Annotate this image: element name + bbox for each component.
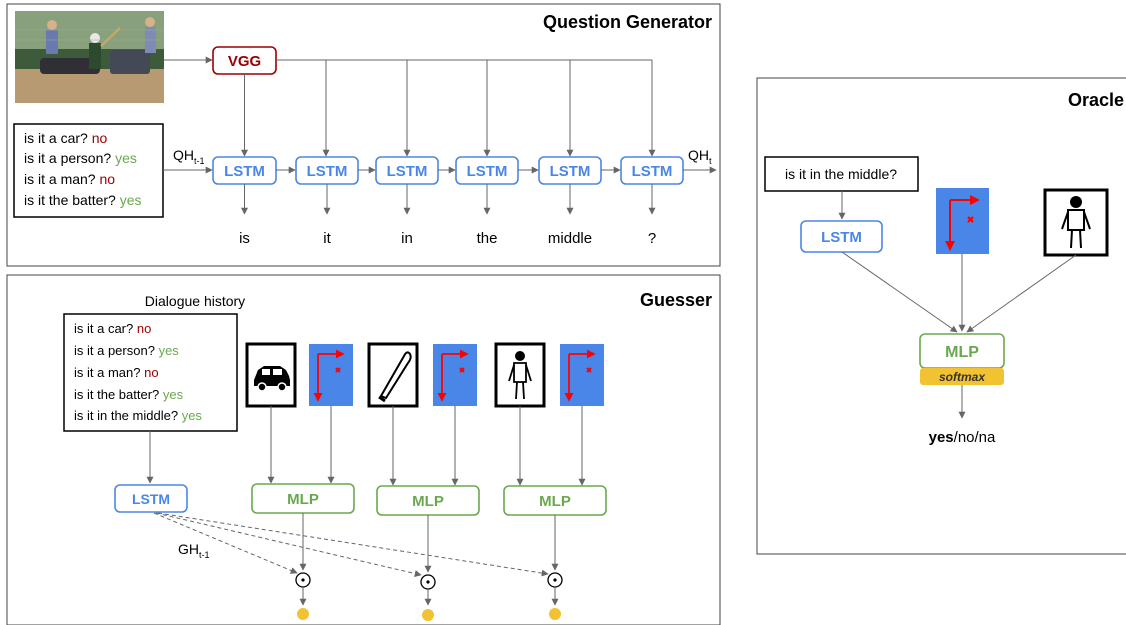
spatial-box-icon [560,344,604,406]
svg-text:softmax: softmax [939,370,986,384]
bat-icon [367,342,419,408]
oracle-answer: yes/no/na [929,429,996,446]
svg-text:MLP: MLP [539,493,571,510]
spatial-box-icon [936,188,989,254]
output-word-6: ? [648,230,656,247]
svg-text:LSTM: LSTM [307,163,348,180]
svg-text:is it in the middle?: is it in the middle? [785,166,897,182]
guesser-score-3 [549,608,561,620]
guesser-score-2 [422,609,434,621]
guesser-lstm: LSTM [114,484,188,513]
qgen-history-line-1: is it a car? no [24,130,107,146]
output-word-2: it [323,230,331,247]
oracle-panel: Oracle is it in the middle? LSTM [756,77,1126,555]
spatial-box-icon [433,344,477,406]
svg-text:LSTM: LSTM [387,163,428,180]
qgen-history-line-4: is it the batter? yes [24,192,142,208]
guesser-score-1 [297,608,309,620]
svg-text:LSTM: LSTM [132,491,170,507]
guesser-history-line-5: is it in the middle? yes [74,408,202,423]
guesser-title: Guesser [640,290,712,310]
svg-text:LSTM: LSTM [550,163,591,180]
output-word-4: the [477,230,498,247]
oracle-mlp: MLP [919,333,1005,369]
output-word-5: middle [548,230,592,247]
svg-text:LSTM: LSTM [632,163,673,180]
qgen-lstm-2: LSTM [295,156,359,185]
qh-prev-label: QHt-1 [173,147,205,166]
output-word-1: is [239,230,250,247]
qgen-lstm-3: LSTM [375,156,439,185]
svg-text:VGG: VGG [228,53,261,70]
gh-prev-label: GHt-1 [178,541,210,560]
car-icon [245,342,297,408]
guesser-mlp-1: MLP [251,483,355,514]
guesser-history-box: is it a car? no is it a person? yes is i… [63,313,238,432]
photo-thumbnail [15,11,164,103]
guesser-mlp-2: MLP [376,485,480,516]
qgen-lstm-5: LSTM [538,156,602,185]
question-generator-panel: Question Generator VGG [6,3,721,267]
qgen-lstm-4: LSTM [455,156,519,185]
dialogue-history-label: Dialogue history [145,293,245,309]
oracle-lstm: LSTM [800,220,883,253]
qgen-lstm-1: LSTM [212,156,277,185]
oracle-title: Oracle [1068,90,1124,110]
person-icon [1043,188,1109,257]
qh-out-label: QHt [688,147,712,166]
svg-text:MLP: MLP [945,344,979,361]
svg-text:LSTM: LSTM [224,163,265,180]
svg-text:MLP: MLP [412,493,444,510]
qgen-lstm-6: LSTM [620,156,684,185]
person-icon [494,342,546,408]
guesser-history-line-1: is it a car? no [74,321,151,336]
guesser-history-line-3: is it a man? no [74,365,159,380]
svg-text:LSTM: LSTM [821,229,862,246]
question-generator-title: Question Generator [543,12,712,32]
guesser-history-line-2: is it a person? yes [74,343,179,358]
qgen-history-line-3: is it a man? no [24,171,115,187]
softmax-layer: softmax [920,368,1004,385]
oracle-question-box: is it in the middle? [764,156,919,192]
qgen-history-line-2: is it a person? yes [24,150,137,166]
guesser-history-line-4: is it the batter? yes [74,387,184,402]
svg-text:LSTM: LSTM [467,163,508,180]
qgen-history-box: is it a car? no is it a person? yes is i… [13,123,164,218]
guesser-mlp-3: MLP [503,485,607,516]
guesser-panel: Guesser Dialogue history is it a car? no… [6,274,721,625]
output-word-3: in [401,230,413,247]
svg-text:MLP: MLP [287,491,319,508]
spatial-box-icon [309,344,353,406]
vgg-block: VGG [212,46,277,75]
